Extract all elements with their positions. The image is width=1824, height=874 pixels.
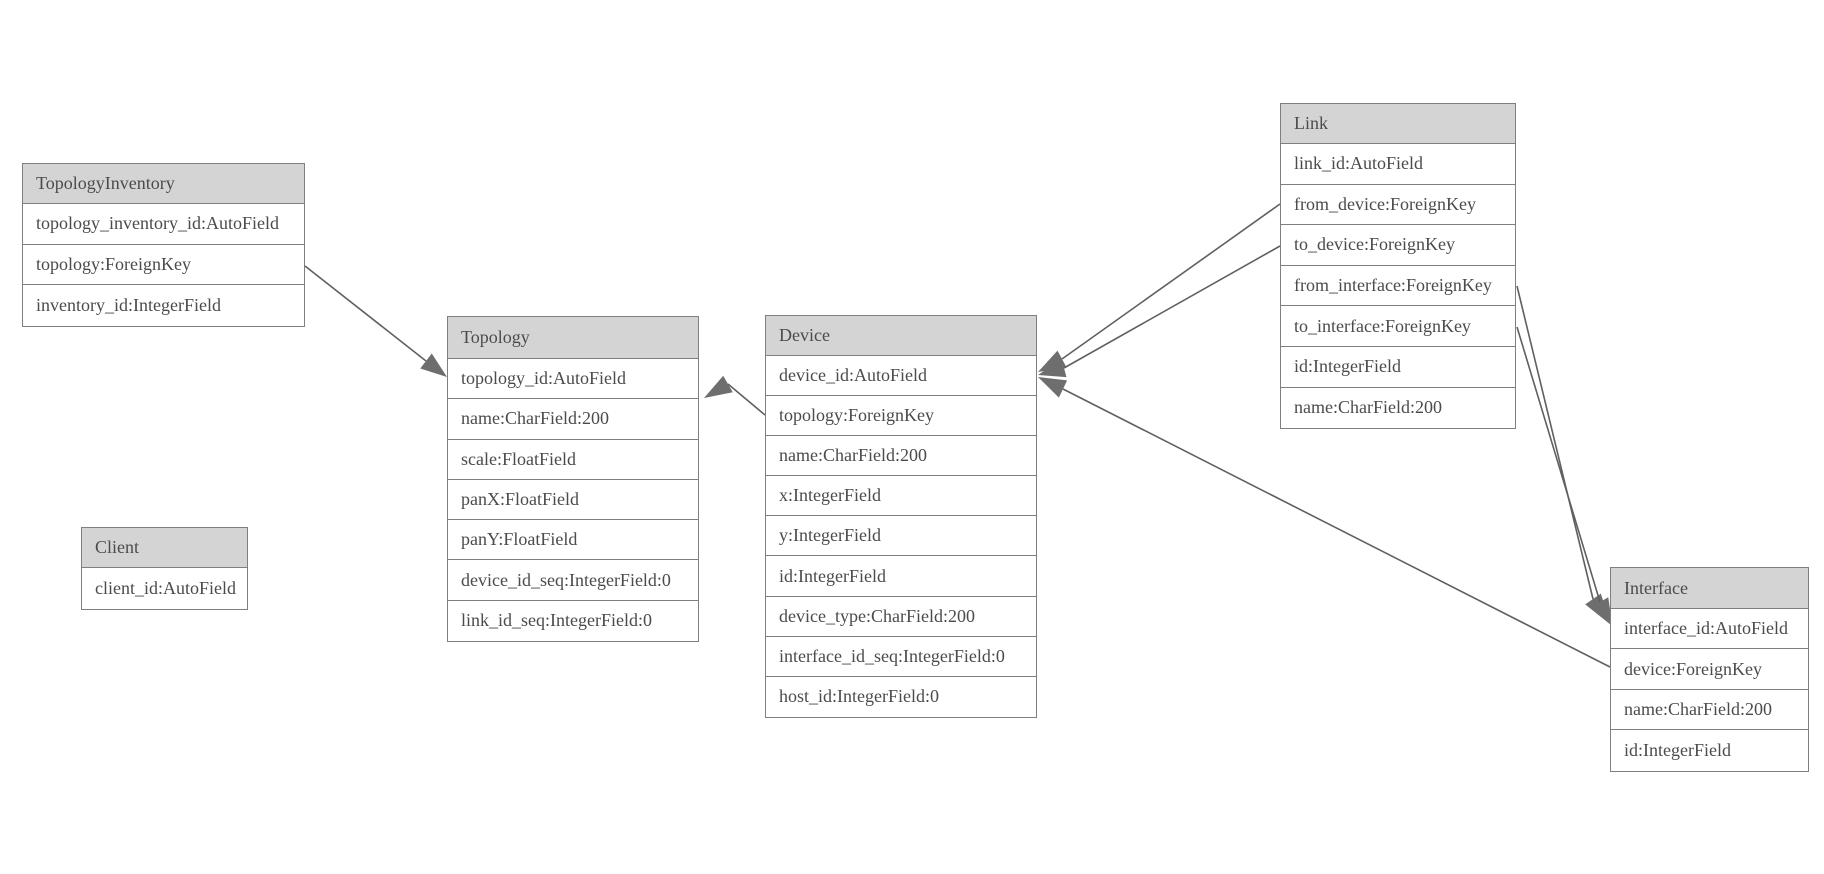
entity-title-topology: Topology xyxy=(448,317,698,359)
field-row: link_id:AutoField xyxy=(1281,144,1515,185)
relationship-arrowhead-topologyinventory-topology xyxy=(420,353,447,377)
field-row: to_interface:ForeignKey xyxy=(1281,306,1515,347)
relationship-line-link-frominterface-interface xyxy=(1516,285,1594,600)
field-row: device_id:AutoField xyxy=(766,356,1036,397)
relationship-line-topologyinventory-topology xyxy=(304,265,427,362)
field-row: topology_inventory_id:AutoField xyxy=(23,204,304,245)
entity-title-link: Link xyxy=(1281,104,1515,144)
field-row: scale:FloatField xyxy=(448,439,698,480)
relationship-line-interface-device-device xyxy=(1062,388,1611,668)
field-row: client_id:AutoField xyxy=(82,568,247,609)
entity-title-device: Device xyxy=(766,316,1036,356)
field-row: link_id_seq:IntegerField:0 xyxy=(448,600,698,642)
field-row: y:IntegerField xyxy=(766,516,1036,557)
relationship-line-link-fromdevice-device xyxy=(1061,203,1281,360)
field-row: device_id_seq:IntegerField:0 xyxy=(448,560,698,601)
field-row: name:CharField:200 xyxy=(766,436,1036,477)
relationship-line-link-todevice-device xyxy=(1063,245,1281,369)
relationship-arrowhead-device-topology xyxy=(704,375,733,398)
relationship-line-link-tointerface-interface xyxy=(1516,326,1601,603)
field-row: name:CharField:200 xyxy=(1281,387,1515,429)
field-row: to_device:ForeignKey xyxy=(1281,225,1515,266)
field-row: from_device:ForeignKey xyxy=(1281,184,1515,226)
field-row: from_interface:ForeignKey xyxy=(1281,265,1515,307)
relationship-arrowhead-interface-device-device xyxy=(1038,377,1068,398)
field-row: x:IntegerField xyxy=(766,476,1036,517)
field-row: panX:FloatField xyxy=(448,479,698,521)
field-row: interface_id_seq:IntegerField:0 xyxy=(766,636,1036,677)
field-row: id:IntegerField xyxy=(1611,730,1808,771)
field-row: topology_id:AutoField xyxy=(448,359,698,400)
entity-title-topology-inventory: TopologyInventory xyxy=(23,164,304,204)
field-row: topology:ForeignKey xyxy=(766,396,1036,437)
field-row: inventory_id:IntegerField xyxy=(23,285,304,326)
field-row: panY:FloatField xyxy=(448,520,698,561)
field-row: interface_id:AutoField xyxy=(1611,609,1808,650)
field-row: id:IntegerField xyxy=(766,556,1036,597)
relationship-arrowhead-link-todevice-device xyxy=(1038,358,1067,378)
entity-title-client: Client xyxy=(82,528,247,568)
field-row: topology:ForeignKey xyxy=(23,244,304,286)
field-row: name:CharField:200 xyxy=(448,399,698,440)
relationship-line-device-topology xyxy=(727,383,766,416)
entity-title-interface: Interface xyxy=(1611,568,1808,609)
field-row: id:IntegerField xyxy=(1281,346,1515,388)
field-row: host_id:IntegerField:0 xyxy=(766,676,1036,717)
field-row: name:CharField:200 xyxy=(1611,689,1808,731)
field-row: device_type:CharField:200 xyxy=(766,596,1036,637)
relationship-arrowhead-link-tointerface-interface xyxy=(1591,597,1612,623)
field-row: device:ForeignKey xyxy=(1611,649,1808,690)
